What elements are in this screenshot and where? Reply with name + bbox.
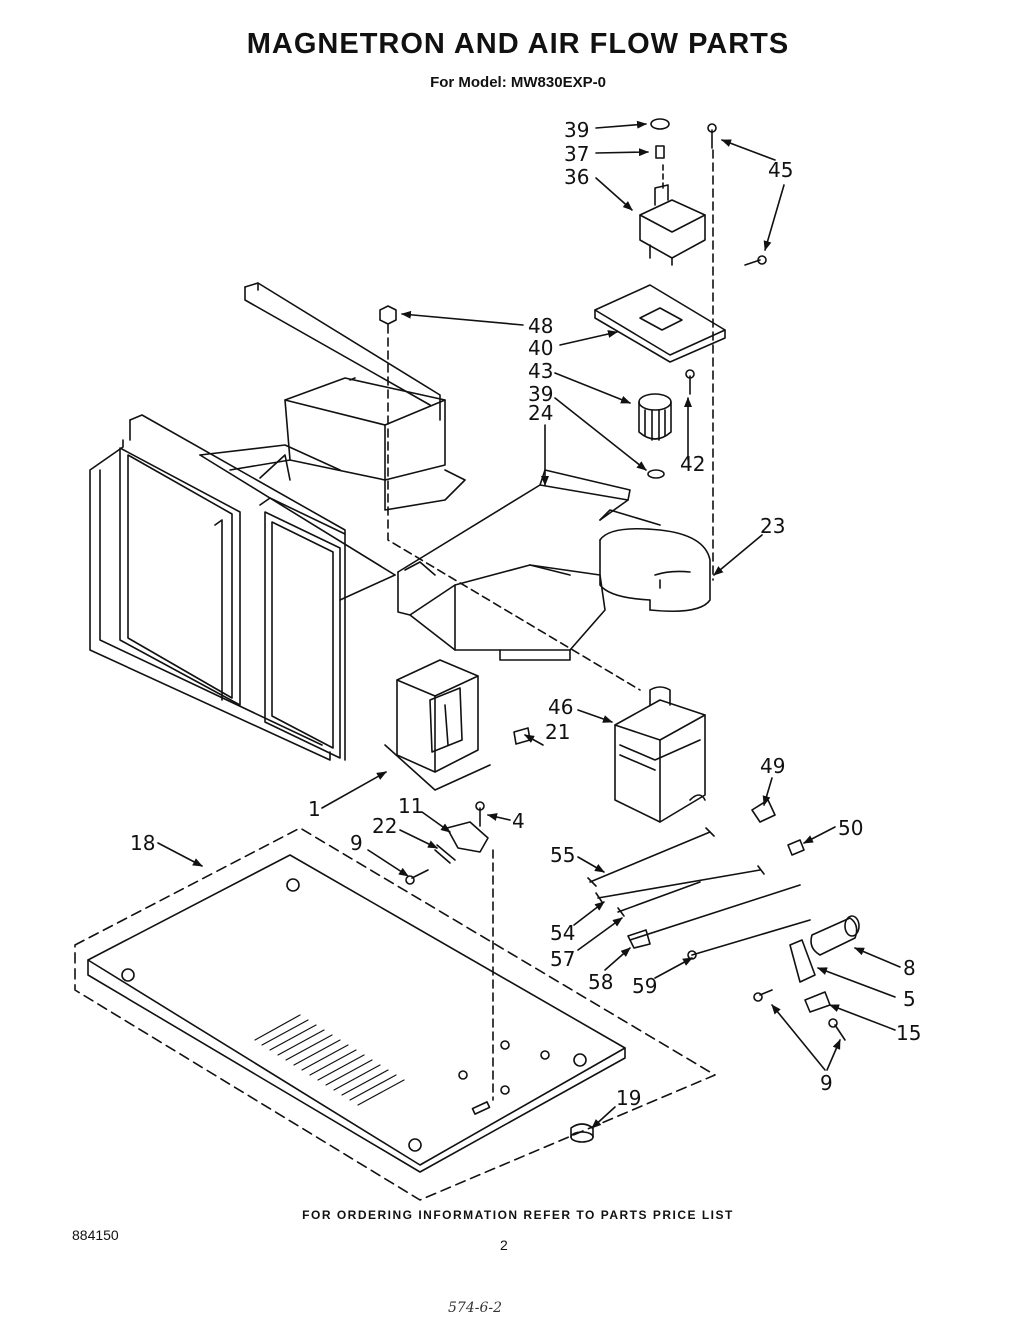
callout-59: 59 xyxy=(632,974,657,998)
callout-40: 40 xyxy=(528,336,553,360)
model-label: For Model: xyxy=(430,74,507,91)
blower-housing-23 xyxy=(599,527,711,613)
callout-11: 11 xyxy=(398,794,423,818)
fan-blade-43 xyxy=(638,393,672,441)
callout-9-left: 9 xyxy=(350,831,363,855)
door-window xyxy=(119,447,241,706)
callout-39-top: 39 xyxy=(564,118,589,142)
callout-22: 22 xyxy=(372,814,397,838)
callout-19: 19 xyxy=(616,1086,641,1110)
callout-50: 50 xyxy=(838,816,863,840)
leader-lines xyxy=(157,120,901,1129)
callout-48: 48 xyxy=(528,314,553,338)
diode-15 xyxy=(804,991,831,1013)
callout-4: 4 xyxy=(512,809,525,833)
handwritten-mark: 574-6-2 xyxy=(448,1300,502,1316)
callout-55: 55 xyxy=(550,843,575,867)
callout-9-right: 9 xyxy=(820,1071,833,1095)
capacitor-8 xyxy=(810,915,860,956)
fan-motor-36 xyxy=(639,184,706,266)
page-title: MAGNETRON AND AIR FLOW PARTS xyxy=(246,28,790,60)
page-number: 2 xyxy=(500,1237,508,1253)
vent-slots xyxy=(254,1014,405,1106)
callout-18: 18 xyxy=(130,831,155,855)
cabinet-frame xyxy=(89,282,441,761)
callout-labels: 39 37 36 45 48 40 43 39 24 42 23 46 21 4… xyxy=(130,118,921,1110)
magnetron-46 xyxy=(614,686,706,823)
callout-54: 54 xyxy=(550,921,575,945)
model-line: For Model: MW830EXP-0 xyxy=(0,74,1036,91)
callout-49: 49 xyxy=(760,754,785,778)
callout-24: 24 xyxy=(528,401,553,425)
callout-46: 46 xyxy=(548,695,573,719)
callout-8: 8 xyxy=(903,956,916,980)
transformer-1 xyxy=(384,659,491,791)
model-number: MW830EXP-0 xyxy=(510,74,606,91)
upper-duct-box xyxy=(229,377,466,511)
document-number: 884150 xyxy=(72,1227,119,1243)
callout-43: 43 xyxy=(528,359,553,383)
callout-42: 42 xyxy=(680,452,705,476)
callout-58: 58 xyxy=(588,970,613,994)
wire-harness xyxy=(587,827,811,960)
hardware-screws xyxy=(379,118,846,1041)
callout-23: 23 xyxy=(760,514,785,538)
callout-5: 5 xyxy=(903,987,916,1011)
ordering-note: FOR ORDERING INFORMATION REFER TO PARTS … xyxy=(302,1208,734,1222)
callout-36: 36 xyxy=(564,165,589,189)
air-duct-24 xyxy=(397,469,661,661)
callout-1: 1 xyxy=(308,797,321,821)
callout-15: 15 xyxy=(896,1021,921,1045)
callout-39-lower: 39 xyxy=(528,382,553,406)
callout-37: 37 xyxy=(564,142,589,166)
inner-frame xyxy=(259,497,346,759)
callout-45: 45 xyxy=(768,158,793,182)
bracket-5 xyxy=(789,939,816,983)
foot-19 xyxy=(570,1123,594,1143)
motor-bracket-40 xyxy=(594,284,726,363)
callout-57: 57 xyxy=(550,947,575,971)
callout-21: 21 xyxy=(545,720,570,744)
base-plate-18 xyxy=(74,827,716,1201)
